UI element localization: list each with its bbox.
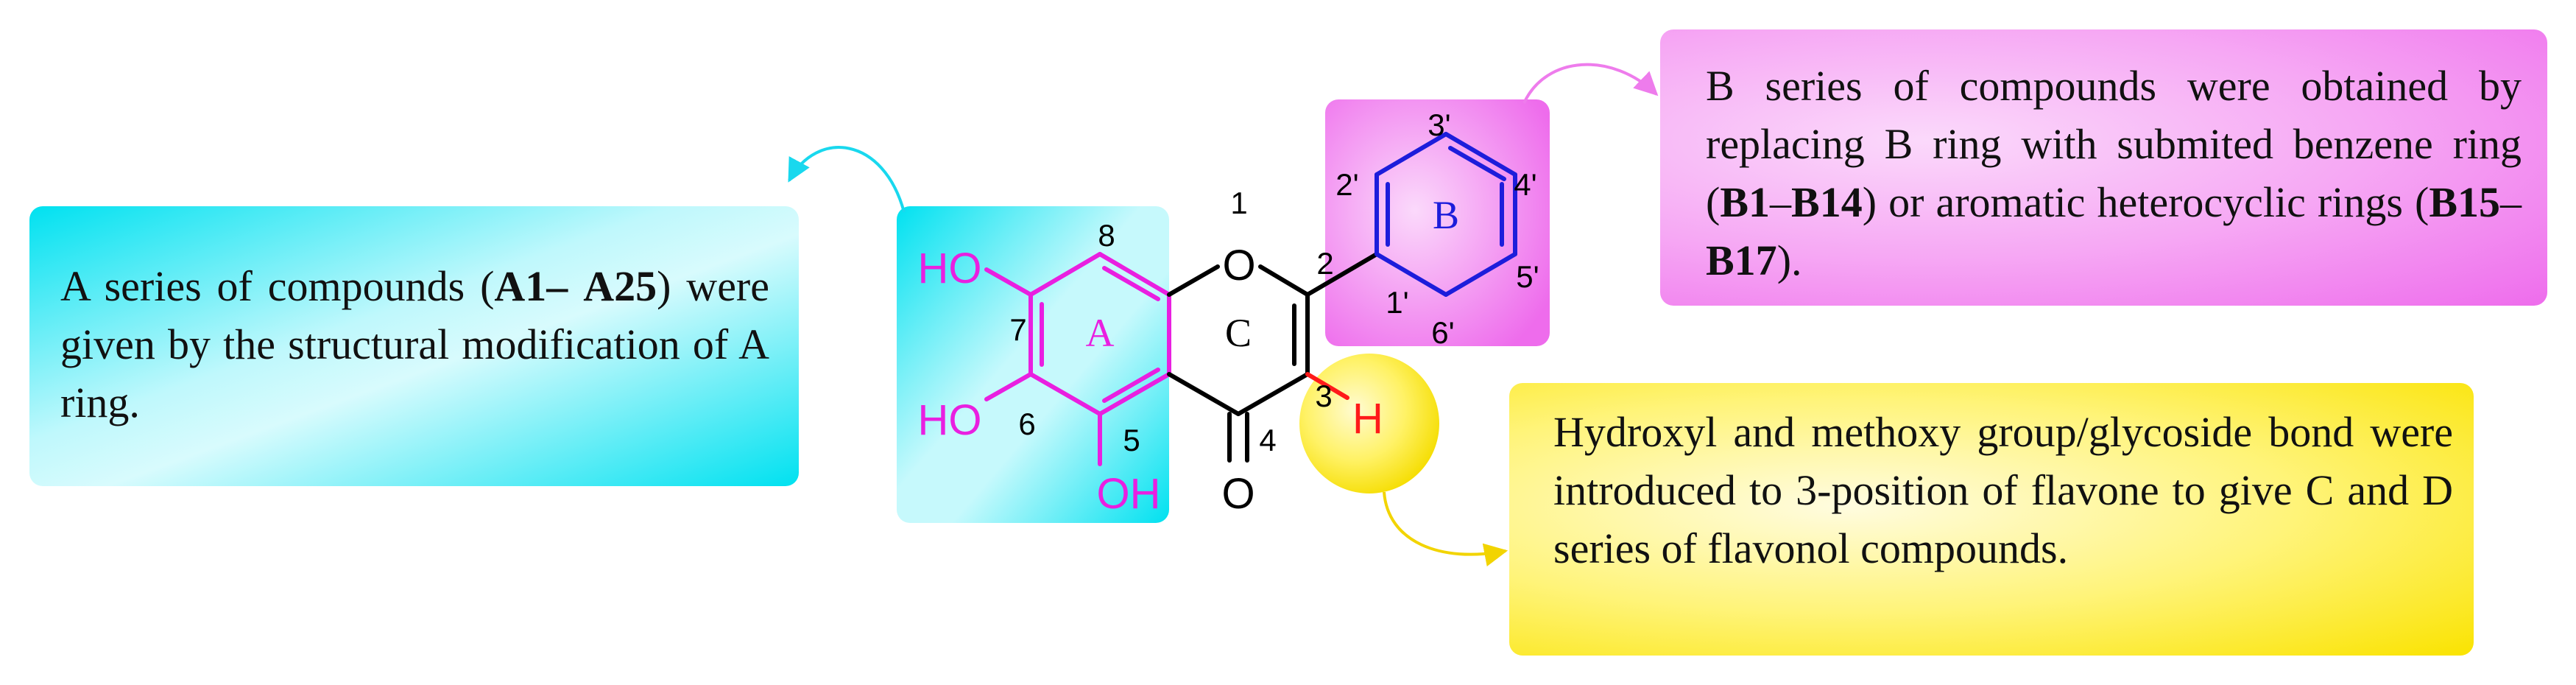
a-ring-bonds (984, 252, 1171, 466)
b-series-annotation: B series of compounds were obtained by r… (1660, 29, 2547, 306)
oh-7: HO (918, 245, 982, 292)
b-series-text: B series of compounds were obtained by r… (1706, 62, 2522, 284)
position-4: 4 (1259, 423, 1276, 457)
oh-6: HO (918, 396, 982, 444)
position-6: 6 (1018, 407, 1035, 441)
position-2p: 2' (1335, 167, 1358, 202)
position-3p: 3' (1428, 108, 1450, 142)
position-1: 1 (1230, 186, 1247, 220)
a-series-text: A series of compounds (A1– A25) were giv… (60, 262, 769, 426)
ring-label-b: B (1433, 193, 1459, 237)
position-4p: 4' (1514, 167, 1536, 202)
position-2: 2 (1316, 246, 1333, 281)
a-series-arrow (788, 146, 906, 213)
b-ring-bonds (1375, 132, 1517, 297)
ring-label-c: C (1225, 311, 1252, 355)
carbonyl-oxygen: O (1221, 470, 1255, 518)
c-d-series-annotation: Hydroxyl and methoxy group/glycoside bon… (1509, 383, 2474, 656)
position-1p: 1' (1386, 285, 1408, 320)
ring-oxygen: O (1222, 242, 1255, 289)
c3-h-bond (1305, 372, 1349, 400)
c-ring-bonds (1167, 252, 1379, 463)
position-5p: 5' (1516, 259, 1539, 294)
c-d-series-arrow (1383, 491, 1508, 567)
position-6p: 6' (1431, 315, 1454, 350)
a-series-annotation: A series of compounds (A1– A25) were giv… (29, 206, 799, 486)
h3-atom: H (1352, 395, 1383, 443)
position-3: 3 (1315, 379, 1332, 413)
position-5: 5 (1123, 423, 1140, 457)
c-d-series-text: Hydroxyl and methoxy group/glycoside bon… (1553, 408, 2453, 572)
ring-label-a: A (1086, 311, 1115, 355)
oh-5: OH (1097, 470, 1161, 518)
position-7: 7 (1009, 312, 1026, 347)
position-8: 8 (1098, 218, 1115, 253)
b-series-arrow (1522, 63, 1659, 104)
